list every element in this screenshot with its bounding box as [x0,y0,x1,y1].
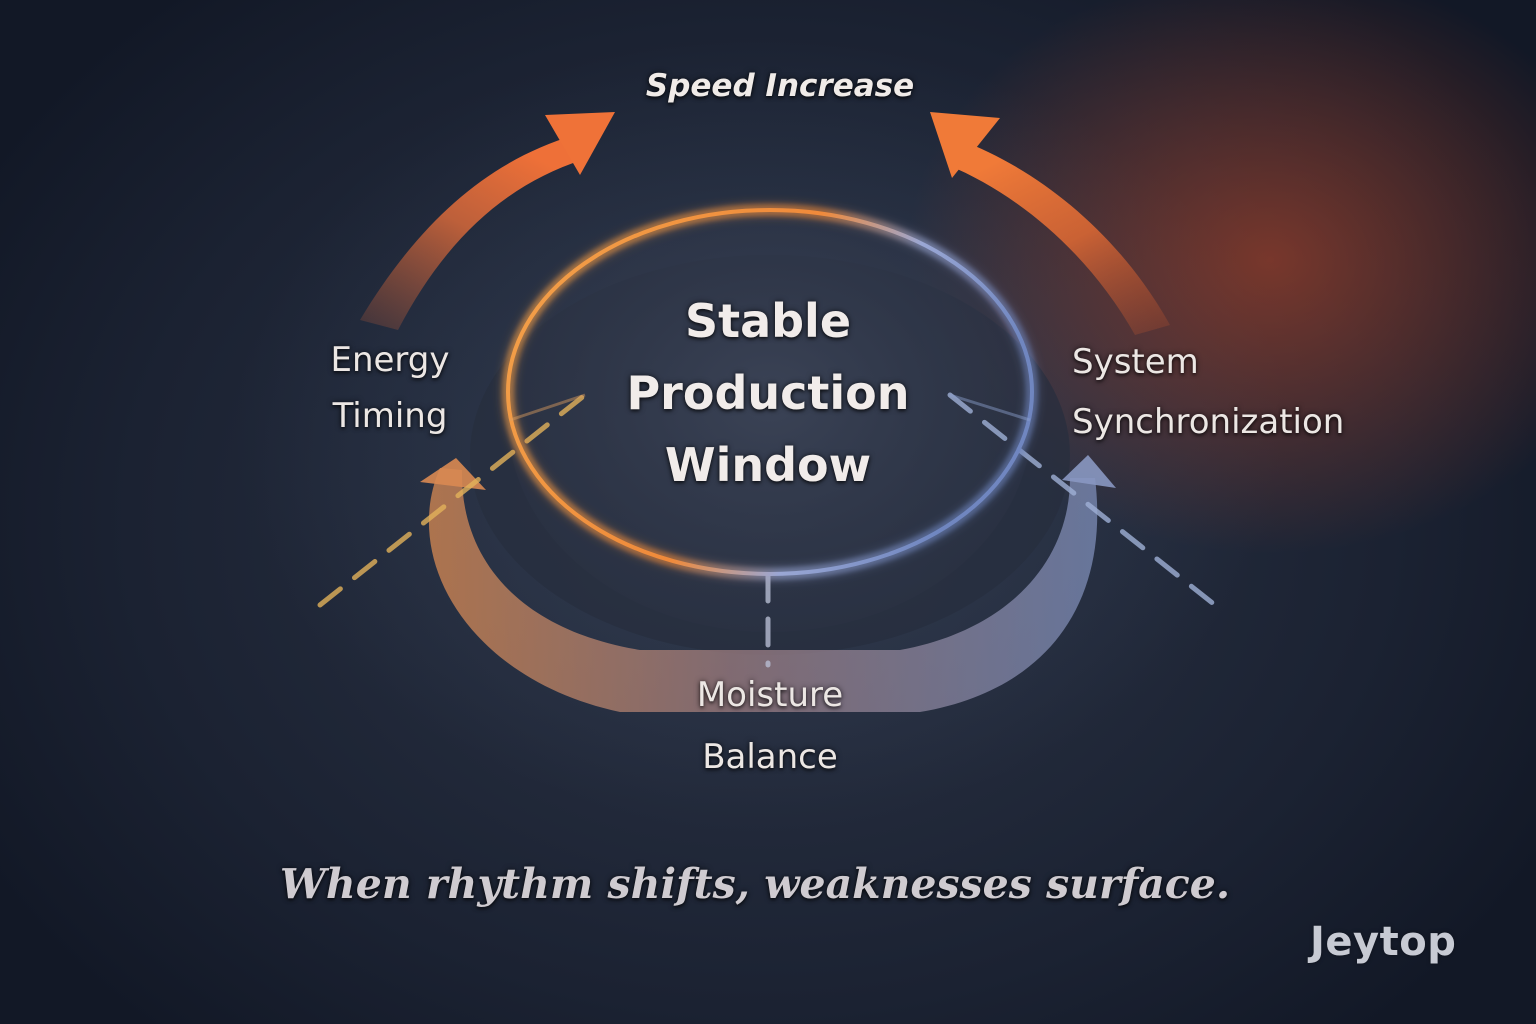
partition-left [509,393,586,422]
bottom-arc-right-arrowhead [1062,455,1116,488]
system-sync-line1: System [1072,342,1199,382]
partition-right [949,393,1031,422]
moisture-balance-line2: Balance [702,737,838,777]
center-title-line2: Production [626,366,910,420]
brand-watermark: Jeytop [1310,919,1457,965]
system-sync-line2: Synchronization [1072,402,1345,442]
dashed-dividers [317,392,1218,668]
energy-timing-label: Energy Timing [300,332,480,444]
system-synchronization-label: System Synchronization [1072,332,1344,452]
tagline: When rhythm shifts, weaknesses surface. [279,860,1231,908]
right-arrow-arc [948,140,1170,335]
right-arrow-head [930,112,1000,178]
inner-disc [508,208,1032,632]
bottom-arc-left-arrowhead [420,458,486,490]
center-title: Stable Production Window [568,285,968,501]
energy-timing-line2: Timing [332,396,448,436]
center-title-line3: Window [664,438,872,492]
speed-increase-label: Speed Increase [645,68,915,104]
energy-timing-line1: Energy [330,340,450,380]
moisture-balance-line1: Moisture [696,675,844,715]
divider-right [947,392,1218,608]
left-arrow-arc [360,135,582,330]
stable-window-ring [506,208,1034,576]
bottom-arc [428,468,1098,712]
left-arrow-head [545,112,615,175]
divider-left [317,392,588,608]
moisture-balance-label: Moisture Balance [640,664,900,788]
ring-partitions [509,393,1031,422]
center-title-line1: Stable [684,294,852,348]
